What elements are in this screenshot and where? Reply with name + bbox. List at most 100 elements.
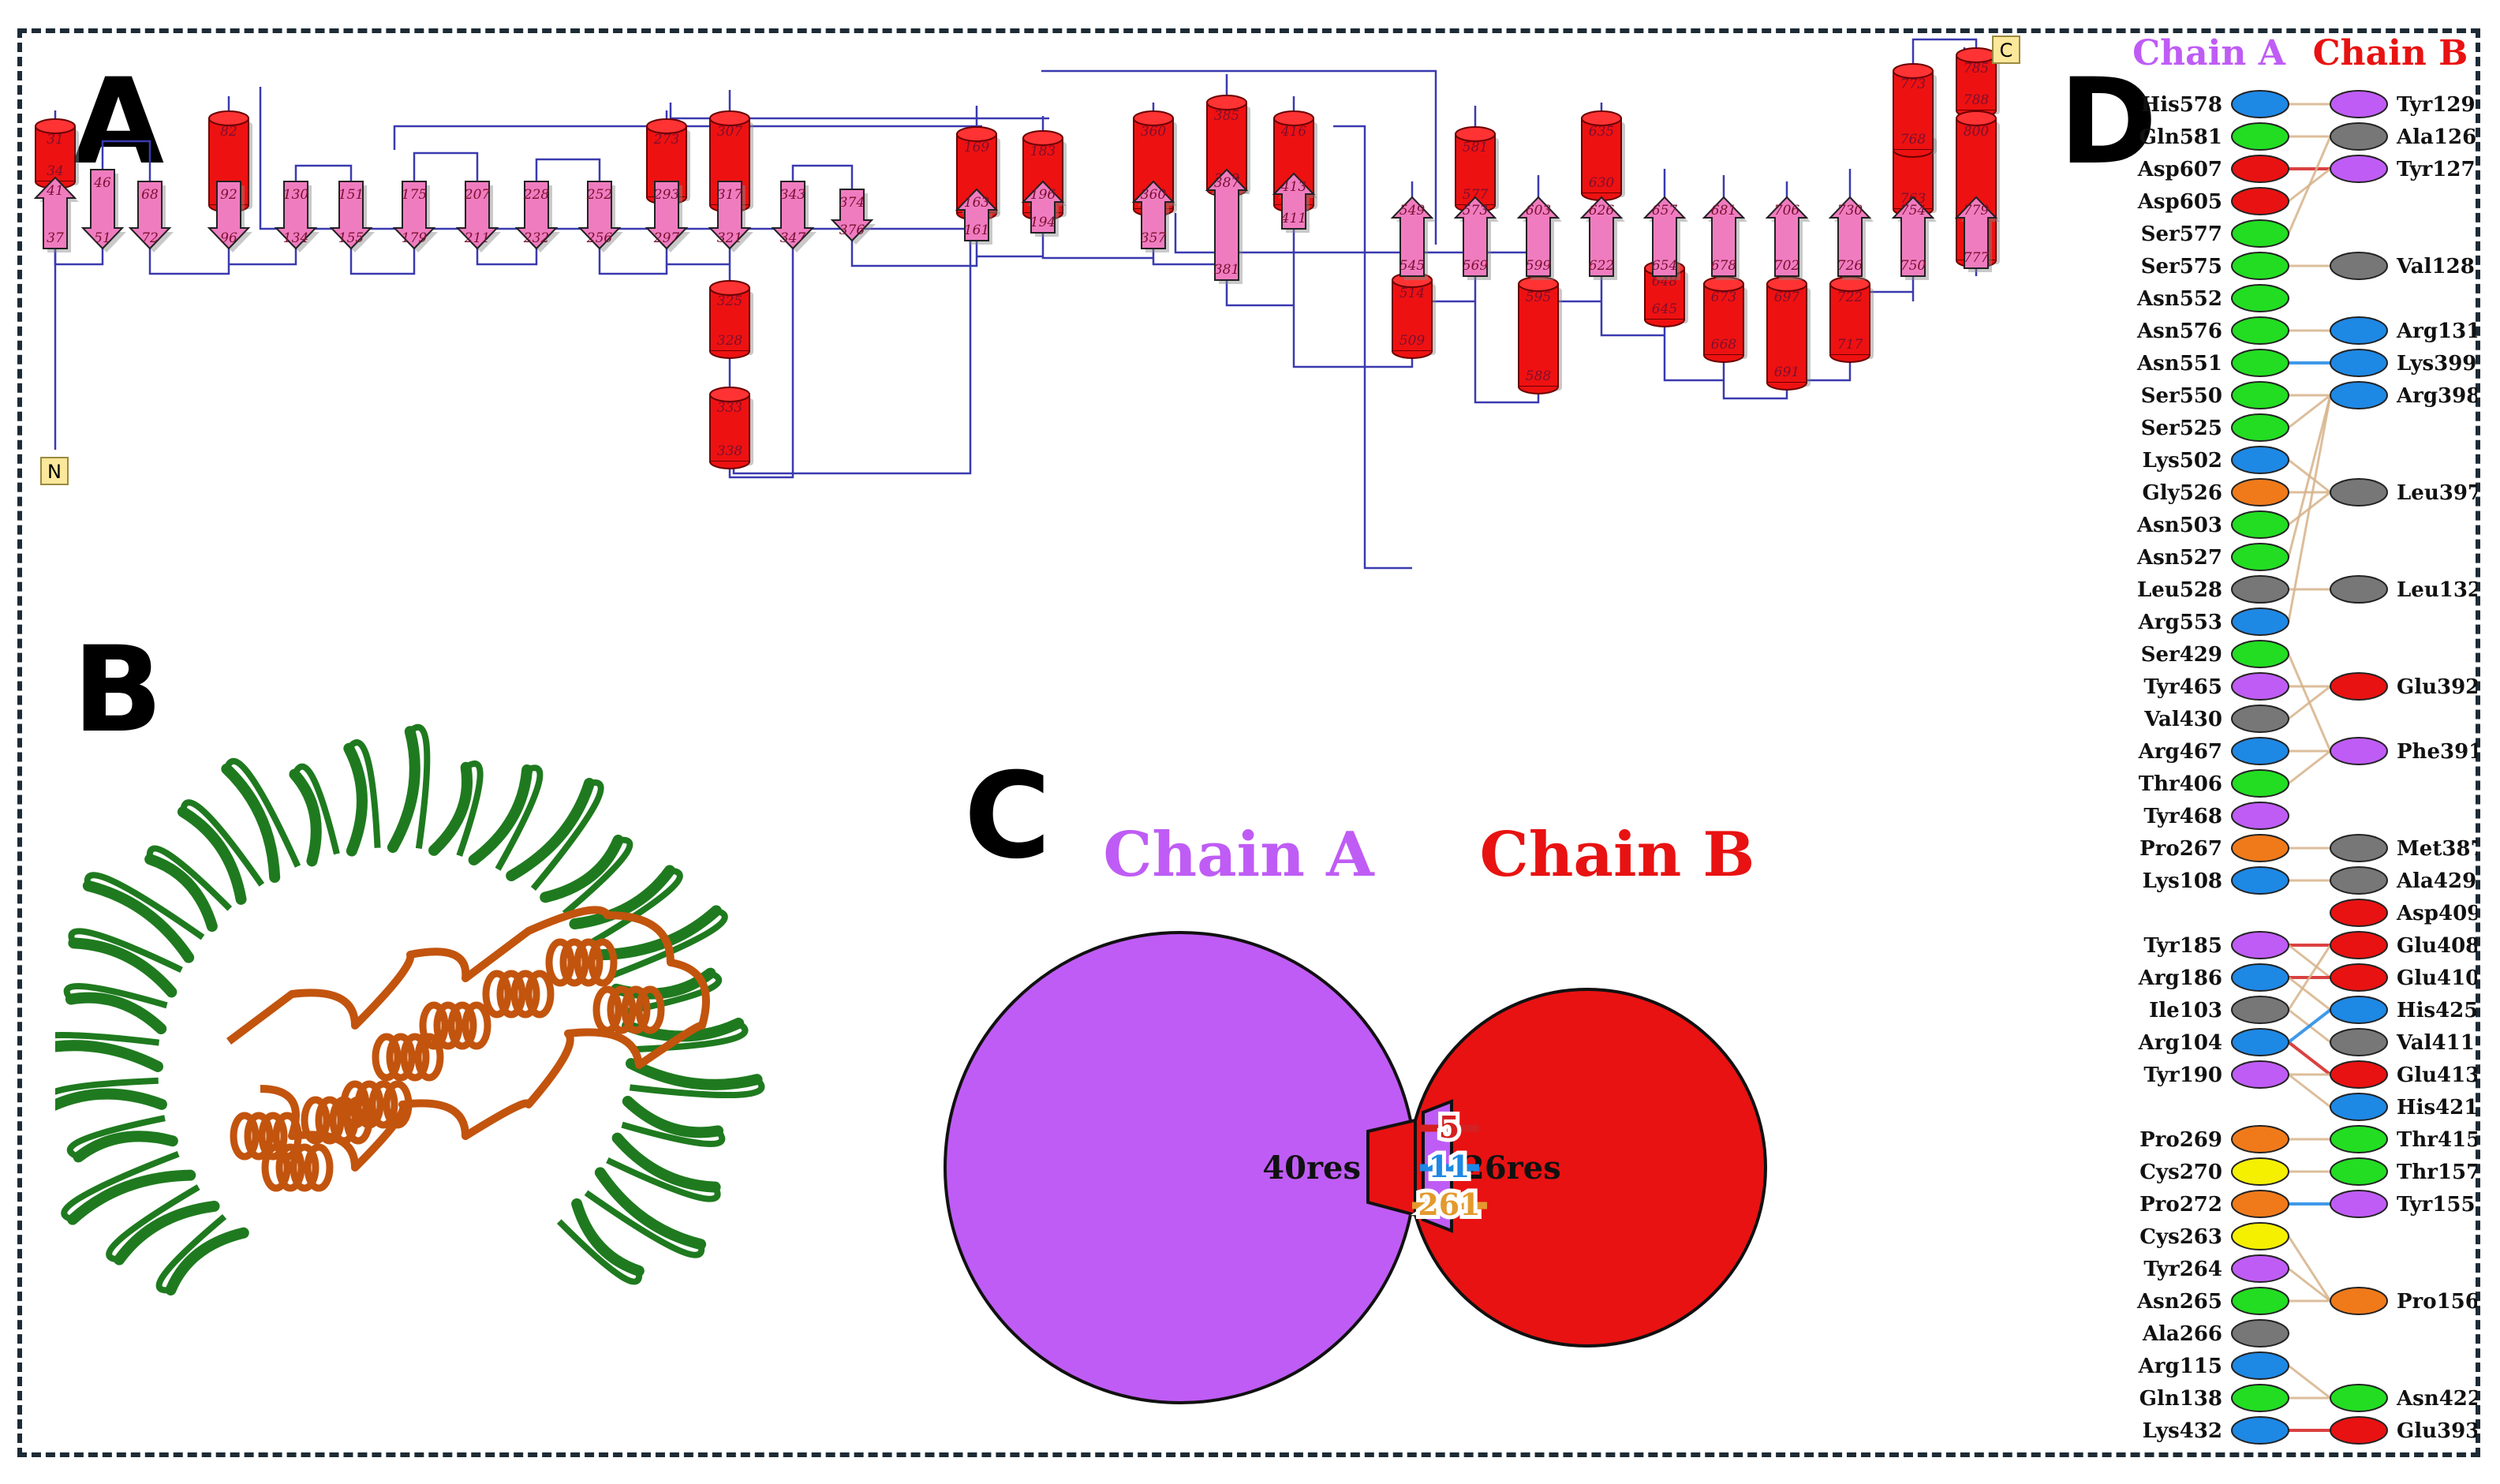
element-end-number: 577 [1463,187,1489,203]
svg-text:His421: His421 [2397,1096,2477,1120]
chain-b-residue: Asn422 [2330,1384,2477,1412]
element-end-number: 654 [1652,258,1677,274]
svg-text:Ala429: Ala429 [2396,869,2476,893]
svg-text:Pro269: Pro269 [2139,1128,2222,1152]
element-start-number: 573 [1463,203,1488,219]
element-end-number: 297 [653,230,680,246]
chain-a-loop [84,872,205,940]
chain-b-helix-turn [244,1112,274,1161]
chain-b-helix-turn [525,970,555,1019]
element-start-number: 514 [1399,286,1425,301]
chain-a-loop [68,928,183,974]
svg-text:Pro267: Pro267 [2139,837,2222,861]
element-end-number: 256 [586,230,613,246]
residue-link [2288,976,2331,1011]
chain-a-loop [408,723,431,850]
element-start-number: 385 [1214,108,1239,124]
chain-a-residue: Asn503 [2136,510,2289,539]
element-start-number: 413 [1280,179,1306,195]
residue-map-chain-b-title: Chain B [2313,33,2468,73]
chain-b-residue: Glu393 [2330,1416,2477,1445]
chain-a-residue: Lys108 [2143,866,2289,895]
svg-text:Glu413: Glu413 [2397,1063,2477,1087]
chain-a-repeat [55,1040,164,1072]
element-start-number: 207 [464,187,491,203]
svg-text:Ser575: Ser575 [2141,255,2222,278]
chain-a-residue-count: 40res [1262,1149,1361,1187]
svg-text:Tyr465: Tyr465 [2143,675,2222,699]
element-start-number: 387 [1214,175,1240,191]
element-end-number: 509 [1399,333,1426,349]
chain-a-loop [61,1150,180,1223]
svg-text:Asp605: Asp605 [2137,190,2222,214]
element-start-number: 360 [1141,124,1167,140]
chain-a-repeat [622,1096,724,1138]
element-end-number: 179 [402,230,428,246]
chain-b-residue: Tyr155 [2330,1190,2476,1218]
svg-text:Asp607: Asp607 [2137,158,2222,181]
element-start-number: 183 [1030,144,1056,159]
chain-b-residue: Thr157 [2330,1157,2477,1186]
element-end-number: 691 [1774,364,1799,380]
element-end-number: 702 [1774,258,1799,274]
chain-a-loop [55,1077,159,1095]
chain-b-helix-turn [301,1096,331,1145]
chain-a-residue: Gln581 [2139,122,2289,151]
svg-text:Arg467: Arg467 [2138,740,2222,764]
svg-text:Tyr129: Tyr129 [2397,93,2476,117]
chain-b-helix-turn [290,1143,320,1192]
svg-text:Val128: Val128 [2396,255,2475,278]
residue-map-chain-a-title: Chain A [2132,33,2286,73]
element-end-number: 321 [717,230,742,246]
interface-summary: Chain A Chain B 40res 26res 5 11 261 [944,819,1767,1404]
svg-text:Thr157: Thr157 [2397,1161,2477,1184]
chain-a-residue: Arg104 [2138,1028,2289,1056]
element-start-number: 31 [47,132,64,148]
element-end-number: 717 [1837,337,1863,353]
chain-b-helix-turn [414,1033,444,1082]
svg-text:Ile103: Ile103 [2149,999,2222,1022]
element-start-number: 581 [1463,140,1488,155]
svg-text:Ser429: Ser429 [2141,643,2222,667]
element-start-number: 785 [1964,61,1989,77]
chain-b-helix-turn [462,1001,491,1050]
protein-complex-ribbon [55,723,765,1296]
chain-a-residue: Tyr264 [2143,1254,2289,1283]
chain-b-helix-turn [261,1143,291,1192]
svg-text:Ala126: Ala126 [2396,125,2476,149]
svg-text:Arg104: Arg104 [2138,1031,2222,1055]
element-start-number: 603 [1526,203,1551,219]
element-start-number: 730 [1837,203,1863,219]
chain-b-helix-turn [433,1001,463,1050]
element-start-number: 252 [586,187,612,203]
residue-link [2287,944,2332,1011]
element-end-number: 161 [964,222,989,238]
chain-a-residue: Tyr185 [2143,931,2289,959]
element-end-number: 328 [717,333,743,349]
chain-b-residue: Ala429 [2330,866,2476,895]
panel-letter-a: A [73,54,165,191]
svg-text:Arg131: Arg131 [2396,320,2477,343]
chain-b-helix-turn [368,1080,398,1129]
chain-b-helix-turn [510,970,540,1019]
chain-a-residue: Gln138 [2139,1384,2289,1412]
element-end-number: 768 [1900,132,1926,148]
topology-diagram: 3134413746516872828692961301341511551751… [33,36,2020,570]
element-end-number: 645 [1652,301,1677,317]
svg-text:His578: His578 [2141,93,2222,117]
chain-b-helix-turn [383,1080,413,1129]
chain-a-loop [609,907,728,980]
svg-text:Thr415: Thr415 [2397,1128,2477,1152]
chain-a-residue: Val430 [2143,705,2289,733]
